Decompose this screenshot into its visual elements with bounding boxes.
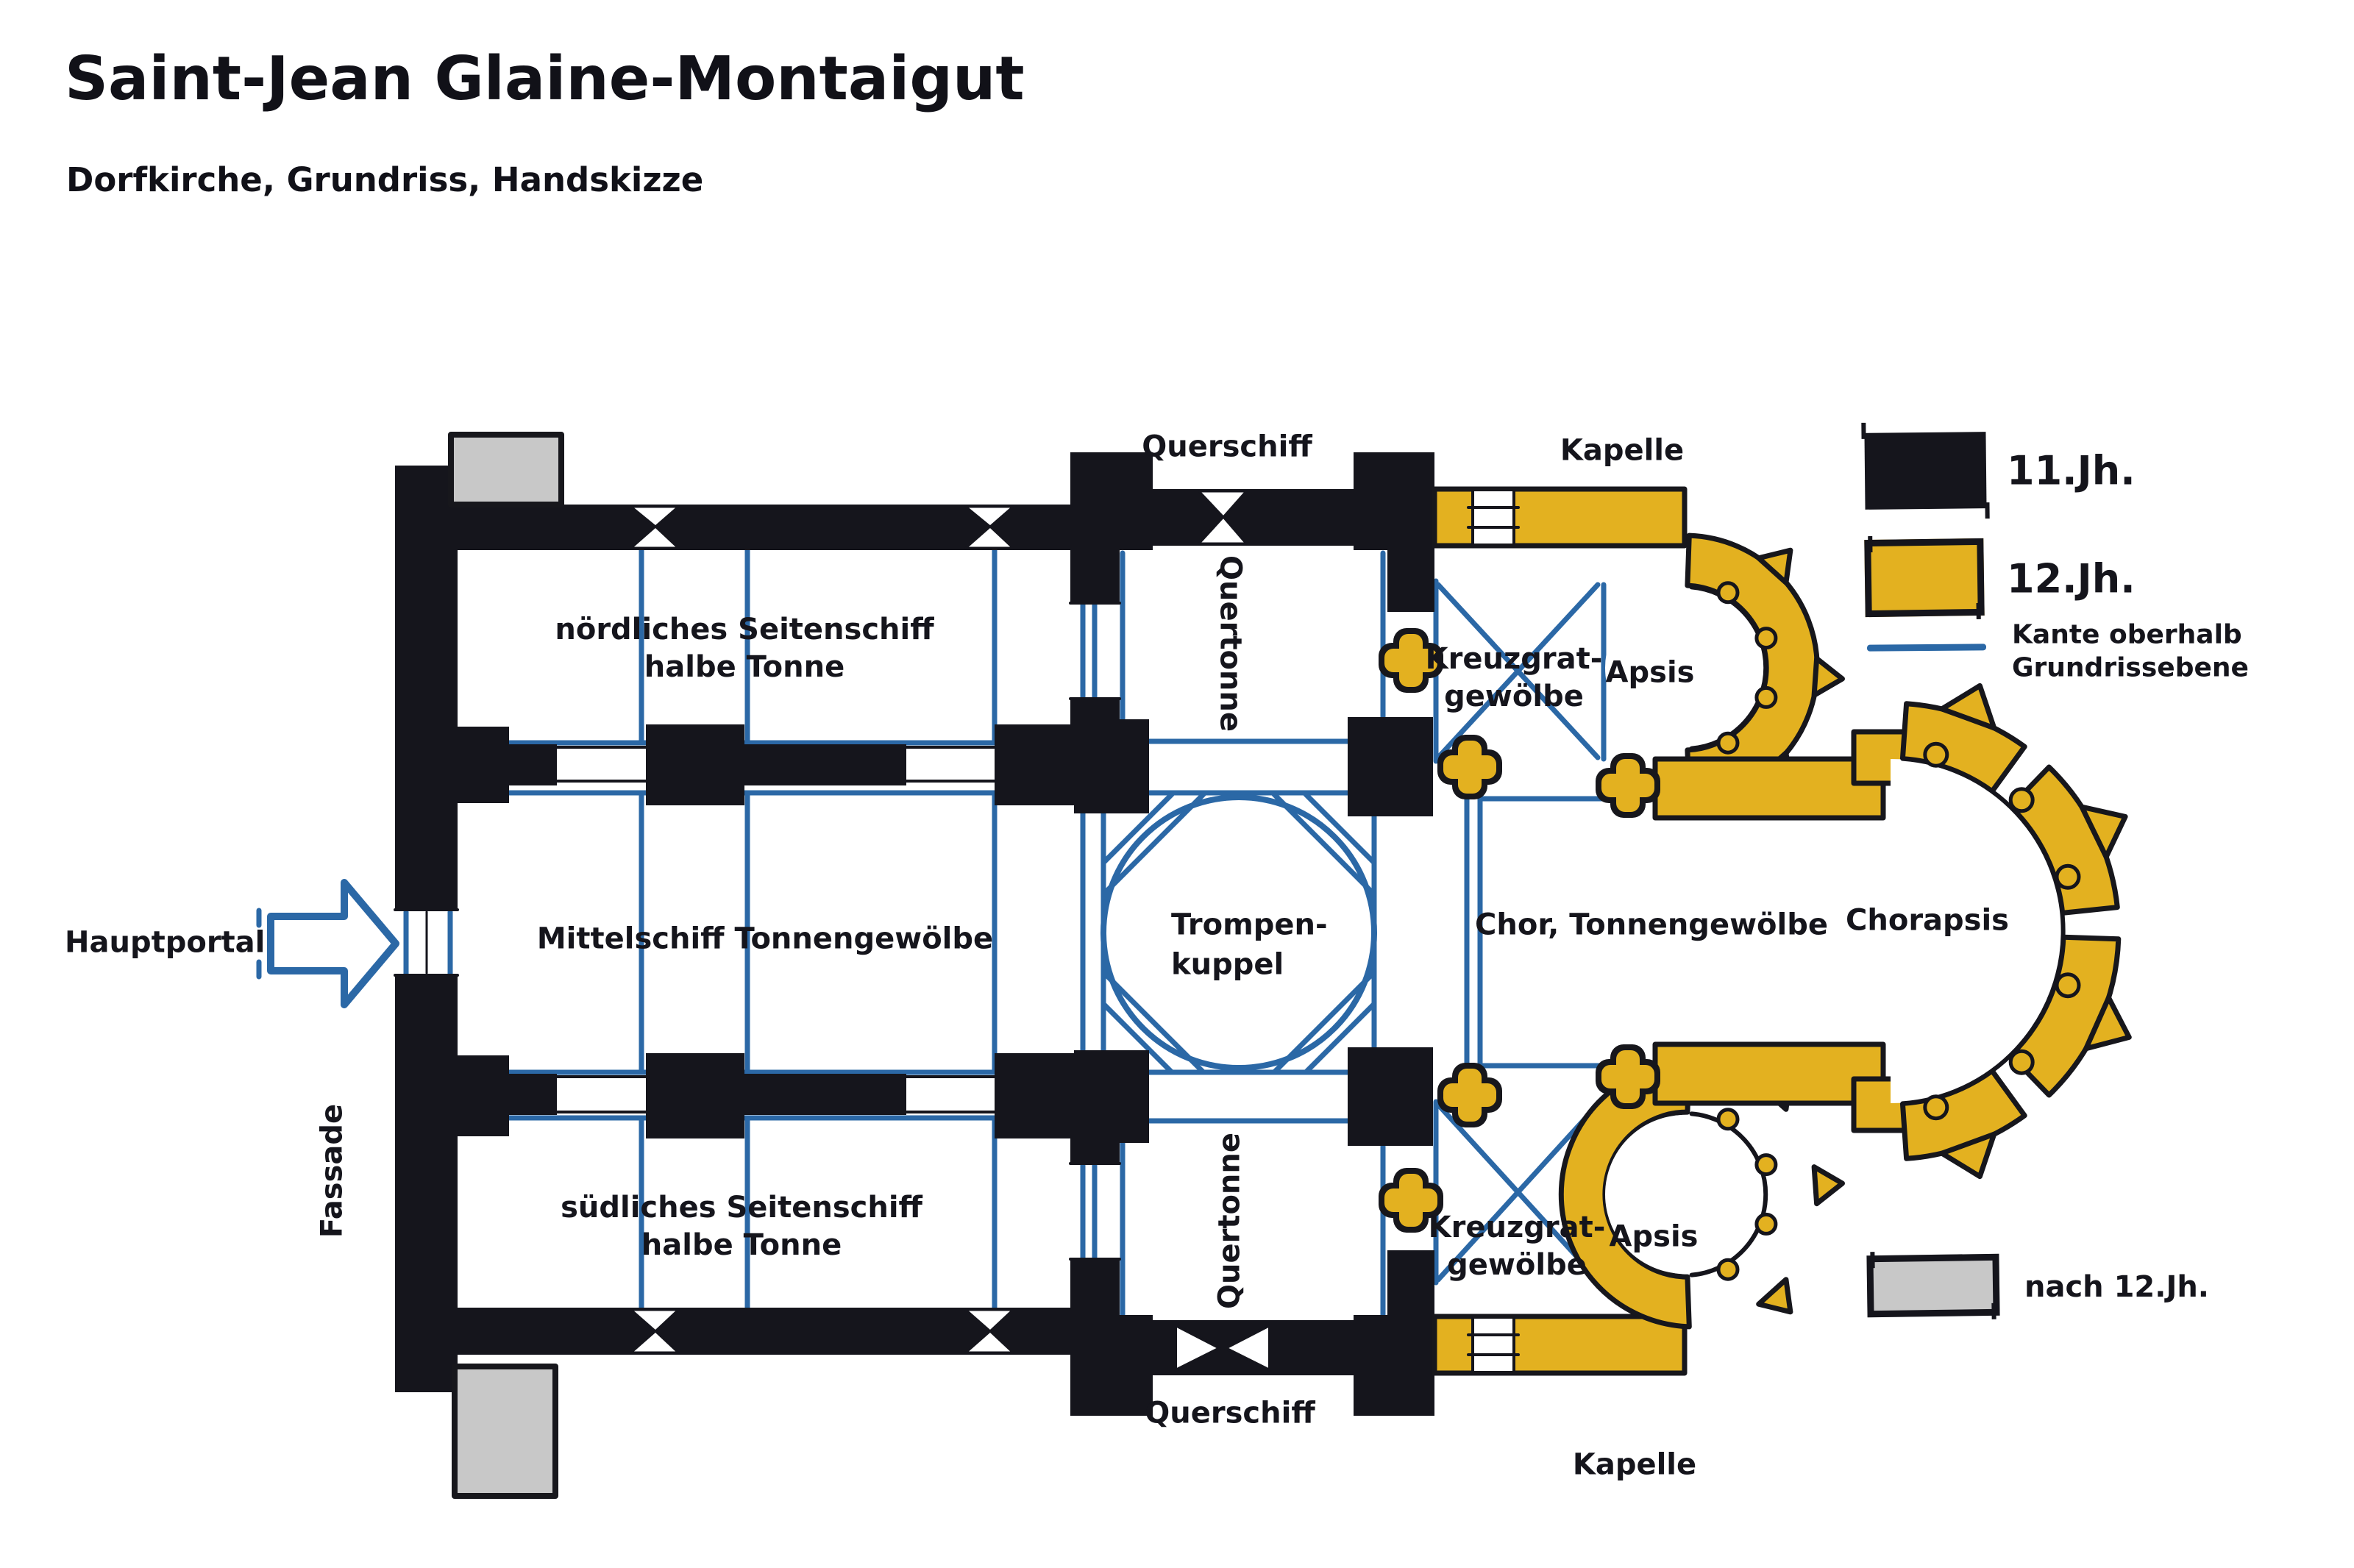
label-fassade: Fassade bbox=[315, 1103, 349, 1239]
label-north-aisle-line2: halbe Tonne bbox=[644, 650, 845, 684]
label-chorapsis: Chorapsis bbox=[1846, 903, 2009, 938]
label-chor: Chor, Tonnengewölbe bbox=[1475, 908, 1828, 942]
legend-label-edge-line1: Kante oberhalb bbox=[2012, 619, 2242, 650]
label-south-aisle-line2: halbe Tonne bbox=[641, 1228, 842, 1262]
label-apsis-north: Apsis bbox=[1605, 655, 1695, 690]
label-trompenkuppel-line2: kuppel bbox=[1171, 947, 1284, 982]
label-mittelschiff: Mittelschiff Tonnengewölbe bbox=[536, 922, 994, 956]
legend-label-12jh: 12.Jh. bbox=[2007, 555, 2136, 602]
label-kreuzgrat-north-line1: Kreuzgrat- bbox=[1425, 641, 1603, 676]
label-quertonne-north: Quertonne bbox=[1213, 555, 1248, 733]
label-kreuzgrat-north: Kreuzgrat- gewölbe bbox=[1426, 641, 1603, 716]
label-kreuzgrat-north-line2: gewölbe bbox=[1444, 680, 1584, 713]
legend-swatch-11jh bbox=[1864, 432, 1987, 510]
chapel-windows bbox=[1467, 490, 1520, 1372]
label-apsis-south: Apsis bbox=[1609, 1219, 1699, 1254]
label-kapelle-top: Kapelle bbox=[1560, 433, 1685, 468]
legend-label-after12: nach 12.Jh. bbox=[2024, 1270, 2209, 1304]
label-kreuzgrat-south: Kreuzgrat- gewölbe bbox=[1429, 1209, 1606, 1284]
label-north-aisle-line1: nördliches Seitenschiff bbox=[555, 612, 934, 646]
apse-interiors bbox=[1605, 581, 2081, 1281]
legend-label-edge: Kante oberhalb Grundrissebene bbox=[2012, 619, 2249, 685]
legend-blue-line bbox=[1866, 644, 1987, 652]
label-kapelle-bottom: Kapelle bbox=[1572, 1447, 1697, 1482]
window-openings bbox=[630, 490, 1271, 1372]
page-subtitle: Dorfkirche, Grundriss, Handskizze bbox=[66, 160, 704, 199]
label-kreuzgrat-south-line1: Kreuzgrat- bbox=[1428, 1210, 1606, 1244]
walls-12th-century bbox=[1432, 486, 2132, 1376]
label-south-aisle: südliches Seitenschiff halbe Tonne bbox=[561, 1189, 922, 1264]
label-querschiff-bottom: Querschiff bbox=[1145, 1396, 1315, 1430]
label-north-aisle: nördliches Seitenschiff halbe Tonne bbox=[555, 611, 934, 686]
thin-wall-lines bbox=[394, 602, 1121, 1261]
label-kreuzgrat-south-line2: gewölbe bbox=[1447, 1248, 1587, 1282]
label-quertonne-south: Quertonne bbox=[1212, 1132, 1247, 1310]
label-querschiff-top: Querschiff bbox=[1142, 430, 1312, 464]
label-south-aisle-line1: südliches Seitenschiff bbox=[561, 1190, 922, 1225]
label-hauptportal: Hauptportal bbox=[65, 925, 266, 960]
walls-11th-century bbox=[395, 452, 1434, 1416]
legend-label-edge-line2: Grundrissebene bbox=[2012, 653, 2249, 683]
label-trompenkuppel-line1: Trompen- bbox=[1171, 908, 1328, 942]
page-title: Saint-Jean Glaine-Montaigut bbox=[65, 44, 1025, 114]
portal-arrow-icon bbox=[256, 879, 399, 1008]
legend-label-11jh: 11.Jh. bbox=[2007, 447, 2136, 494]
walls-after-12th-century bbox=[448, 432, 564, 1499]
legend-swatch-after12 bbox=[1866, 1253, 2000, 1318]
blue-edge-lines bbox=[403, 547, 1873, 1319]
legend-swatch-12jh bbox=[1864, 538, 1985, 618]
